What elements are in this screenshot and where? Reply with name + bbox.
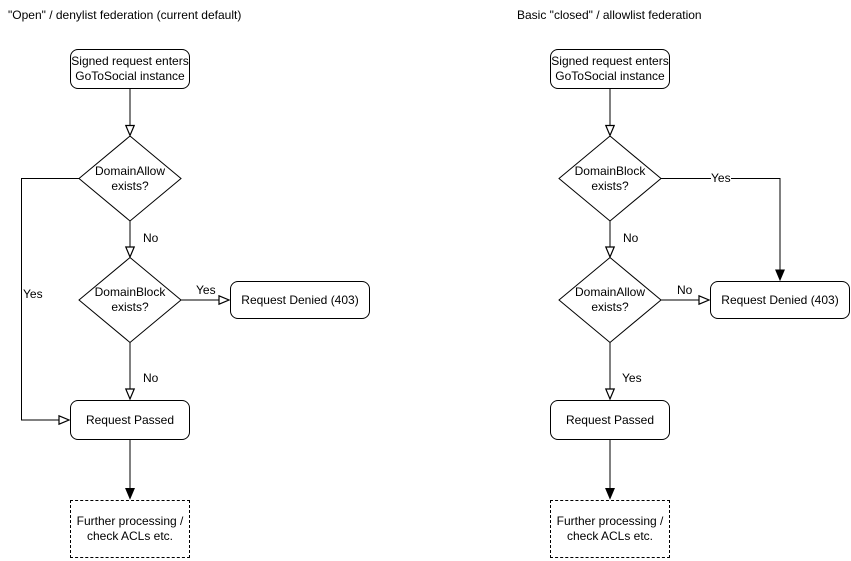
edge-label-decision1-no: No [143,231,159,245]
request-denied-node: Request Denied (403) [230,281,370,319]
edge-label-decision1-yes: Yes [23,287,43,301]
further-processing-node: Further processing / check ACLs etc. [70,500,190,558]
decision1-line1: DomainAllow [94,163,166,178]
decision1-line1: DomainBlock [574,163,646,178]
left-decision-diamonds [78,135,182,344]
request-passed-label: Request Passed [85,412,175,427]
right-edge-decision1-yes [661,178,785,282]
request-denied-label: Request Denied (403) [241,292,359,307]
decision2-line1: DomainBlock [94,284,166,299]
decision1-line2: exists? [111,178,149,193]
decision2-line2: exists? [111,299,149,314]
request-passed-label: Request Passed [565,412,655,427]
decision1-label: DomainBlock exists? [568,160,652,197]
edge-label-decision2-no: No [143,371,159,385]
left-edge-decision1-yes [21,178,79,426]
further-processing-node: Further processing / check ACLs etc. [550,500,670,558]
request-denied-node: Request Denied (403) [710,281,850,319]
chart-title: "Open" / denylist federation (current de… [8,8,242,22]
decision2-label: DomainAllow exists? [568,281,652,318]
chart-open-denylist: "Open" / denylist federation (current de… [0,0,371,561]
decision2-line1: DomainAllow [574,284,646,299]
request-denied-label: Request Denied (403) [721,292,839,307]
start-node: Signed request enters GoToSocial instanc… [70,49,190,89]
request-passed-node: Request Passed [550,400,670,440]
chart-closed-allowlist: Basic "closed" / allowlist federation Si… [480,0,851,561]
decision2-line2: exists? [591,299,629,314]
left-edges [21,89,231,500]
edge-label-decision1-no: No [623,231,639,245]
further-processing-line2: check ACLs etc. [566,529,654,543]
further-processing-line2: check ACLs etc. [86,529,174,543]
right-decision-diamonds [558,135,662,344]
edge-label-decision1-yes: Yes [711,171,731,185]
start-node-line2: GoToSocial instance [555,69,665,83]
request-passed-node: Request Passed [70,400,190,440]
decision2-label: DomainBlock exists? [88,281,172,318]
start-node-line2: GoToSocial instance [75,69,185,83]
further-processing-line1: Further processing / [556,514,664,528]
decision1-label: DomainAllow exists? [88,160,172,197]
right-edges [604,89,785,500]
start-node: Signed request enters GoToSocial instanc… [550,49,670,89]
start-node-line1: Signed request enters [71,54,189,68]
start-node-line1: Signed request enters [551,54,669,68]
edge-label-decision2-yes: Yes [196,283,216,297]
decision1-line2: exists? [591,178,629,193]
chart-title: Basic "closed" / allowlist federation [517,8,702,22]
edge-label-decision2-no: No [677,283,693,297]
edge-label-decision2-yes: Yes [622,371,642,385]
further-processing-line1: Further processing / [76,514,184,528]
